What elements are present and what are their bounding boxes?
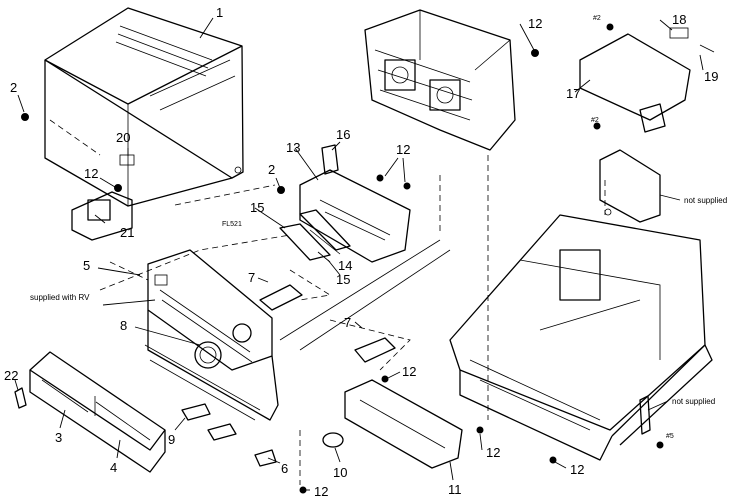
label-part-12: 12 (486, 445, 500, 460)
circuit-board-part (299, 144, 411, 263)
note-not-supplied: not supplied (672, 397, 715, 406)
label-part-15: 15 (250, 200, 264, 215)
label-part-10: 10 (333, 465, 347, 480)
label-part-12: 12 (84, 166, 98, 181)
label-part-22: 22 (4, 368, 18, 383)
leader-lines (14, 17, 704, 491)
label-part-7: 7 (344, 315, 351, 330)
small-sheet-part (14, 387, 27, 409)
label-part-8: 8 (120, 318, 127, 333)
label-part-20: 20 (116, 130, 130, 145)
left-bracket-part (71, 154, 135, 241)
part-number-labels: 1 2 2 20 12 21 13 16 12 12 15 14 15 5 7 … (4, 5, 718, 499)
cassette-mechanism-part (364, 9, 516, 151)
label-part-3: 3 (55, 430, 62, 445)
note-screw-2: #2 (593, 15, 601, 22)
label-part-21: 21 (120, 225, 134, 240)
label-part-15: 15 (336, 272, 350, 287)
top-cover-part (44, 7, 244, 207)
main-chassis-part (449, 214, 713, 461)
label-part-18: 18 (672, 12, 686, 27)
label-part-17: 17 (566, 86, 580, 101)
label-part-11: 11 (448, 482, 462, 497)
label-part-6: 6 (281, 461, 288, 476)
label-part-5: 5 (83, 258, 90, 273)
lower-board-part (322, 379, 463, 469)
label-part-12: 12 (570, 462, 584, 477)
small-brackets-part (259, 284, 396, 363)
label-part-1: 1 (216, 5, 223, 20)
label-part-14: 14 (338, 258, 352, 273)
note-fl521: FL521 (222, 221, 242, 228)
label-part-2: 2 (10, 80, 17, 95)
note-screw-5: #5 (666, 433, 674, 440)
label-part-19: 19 (704, 69, 718, 84)
note-supplied-with-rv: supplied with RV (30, 293, 90, 302)
label-part-4: 4 (110, 460, 117, 475)
bracket-strips-part (279, 209, 351, 261)
label-part-2: 2 (268, 162, 275, 177)
label-part-12: 12 (402, 364, 416, 379)
label-part-9: 9 (168, 432, 175, 447)
front-panel-part (144, 249, 279, 421)
label-part-12: 12 (314, 484, 328, 499)
label-part-16: 16 (336, 127, 350, 142)
cassette-doors-part (29, 351, 166, 473)
note-screw-2: #2 (591, 117, 599, 124)
label-part-12: 12 (396, 142, 410, 157)
annotation-notes: supplied with RV not supplied not suppli… (30, 15, 727, 440)
bottom-clips-part (181, 403, 277, 467)
power-board-part (579, 27, 715, 133)
assembly-lines (49, 119, 606, 485)
label-part-7: 7 (248, 270, 255, 285)
note-not-supplied: not supplied (684, 196, 727, 205)
screws (21, 23, 664, 494)
label-part-12: 12 (528, 16, 542, 31)
label-part-13: 13 (286, 140, 300, 155)
right-bracket-part (599, 149, 661, 223)
